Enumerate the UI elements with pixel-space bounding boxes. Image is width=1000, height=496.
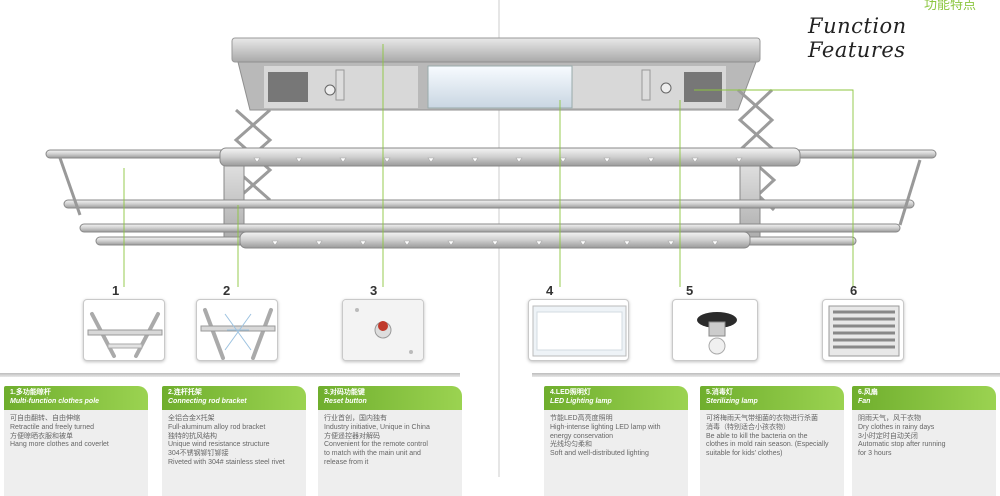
feature-title-en: Connecting rod bracket xyxy=(168,398,247,405)
fan-grille-icon xyxy=(828,305,900,357)
feature-body-4: 节能LED高亮度照明 High-intense lighting LED lam… xyxy=(544,410,688,496)
feature-title-en: Sterilizing lamp xyxy=(706,398,758,405)
feature-line: 方便晾晒衣服和被单 xyxy=(10,432,73,440)
clothes-pole-icon xyxy=(87,312,163,358)
feature-body-1: 可自由翻转、自由伸缩 Retractile and freely turned … xyxy=(4,410,148,496)
thumb-reset-button xyxy=(342,299,424,361)
callout-number-4: 4 xyxy=(546,283,554,298)
feature-line: 阴雨天气，风干衣物 xyxy=(858,415,921,422)
feature-line: Soft and well-distributed lighting xyxy=(550,450,649,458)
feature-tab-5: 5.消毒灯 Sterilizing lamp xyxy=(700,386,844,410)
feature-line: Hang more clothes and coverlet xyxy=(10,441,109,449)
feature-line: 行业首创，国内独有 xyxy=(324,415,387,422)
thumb-x-bracket xyxy=(196,299,278,361)
feature-line: Retractile and freely turned xyxy=(10,423,95,431)
led-panel-icon xyxy=(532,305,627,357)
feature-line: 3小时定时自动关闭 xyxy=(858,432,918,440)
feature-tab-4: 4.LED照明灯 LED Lighting lamp xyxy=(544,386,688,410)
reset-button-icon xyxy=(343,300,423,360)
feature-line: for 3 hours xyxy=(858,450,892,458)
callout-number-3: 3 xyxy=(370,283,378,298)
section-divider-left xyxy=(0,373,460,377)
feature-line: 独特的抗风结构 xyxy=(168,432,217,440)
feature-line: Be able to kill the bacteria on the xyxy=(706,432,808,440)
thumb-led-panel xyxy=(528,299,629,361)
feature-title-cn: 2.连杆托架 xyxy=(168,389,202,396)
sterilizing-lamp-icon xyxy=(697,312,737,355)
feature-card-1: 1.多功能晾杆 Multi-function clothes pole 可自由翻… xyxy=(4,386,148,496)
feature-body-6: 阴雨天气，风干衣物 Dry clothes in rainy days 3小时定… xyxy=(852,410,996,496)
header-title-en: Function Features xyxy=(808,14,907,62)
feature-line: Riveted with 304# stainless steel rivet xyxy=(168,458,285,466)
feature-line: release from it xyxy=(324,458,369,466)
feature-title-cn: 3.对码功能键 xyxy=(324,389,365,396)
feature-title-en: LED Lighting lamp xyxy=(550,398,612,405)
feature-line: Automatic stop after running xyxy=(858,441,946,449)
feature-line: High-intense lighting LED lamp with xyxy=(550,423,661,431)
feature-line: Industry initiative, Unique in China xyxy=(324,423,430,431)
thumb-fan xyxy=(822,299,904,361)
feature-title-cn: 1.多功能晾杆 xyxy=(10,389,51,396)
thumb-clothes-pole xyxy=(83,299,165,361)
feature-card-2: 2.连杆托架 Connecting rod bracket 全铝合金X托架 Fu… xyxy=(162,386,306,496)
feature-title-en: Reset button xyxy=(324,398,367,405)
feature-line: Unique wind resistance structure xyxy=(168,441,270,449)
feature-line: energy conservation xyxy=(550,432,614,440)
callout-number-5: 5 xyxy=(686,283,694,298)
feature-body-5: 可将梅雨天气带细菌的衣物进行杀菌 消毒（特别适合小孩衣物） Be able to… xyxy=(700,410,844,496)
feature-line: 消毒（特别适合小孩衣物） xyxy=(706,423,790,431)
callout-number-1: 1 xyxy=(112,283,120,298)
feature-tab-3: 3.对码功能键 Reset button xyxy=(318,386,462,410)
feature-tab-1: 1.多功能晾杆 Multi-function clothes pole xyxy=(4,386,148,410)
callout-number-2: 2 xyxy=(223,283,231,298)
x-bracket-icon xyxy=(200,308,276,360)
feature-line: 节能LED高亮度照明 xyxy=(550,415,613,422)
thumb-sterilizing-lamp xyxy=(672,299,758,361)
feature-line: Dry clothes in rainy days xyxy=(858,423,935,431)
feature-line: 方便遥控器对解码 xyxy=(324,432,380,440)
feature-title-cn: 4.LED照明灯 xyxy=(550,389,591,396)
feature-line: to match with the main unit and xyxy=(324,450,421,458)
feature-tab-6: 6.风扇 Fan xyxy=(852,386,996,410)
feature-card-3: 3.对码功能键 Reset button 行业首创，国内独有 Industry … xyxy=(318,386,462,496)
feature-title-cn: 5.消毒灯 xyxy=(706,389,733,396)
feature-body-2: 全铝合金X托架 Full-aluminum alloy rod bracket … xyxy=(162,410,306,496)
feature-tab-2: 2.连杆托架 Connecting rod bracket xyxy=(162,386,306,410)
header-title-cn: 功能特点 xyxy=(924,0,977,13)
feature-card-5: 5.消毒灯 Sterilizing lamp 可将梅雨天气带细菌的衣物进行杀菌 … xyxy=(700,386,844,496)
feature-line: 全铝合金X托架 xyxy=(168,415,215,422)
feature-title-en: Fan xyxy=(858,398,871,405)
feature-card-6: 6.风扇 Fan 阴雨天气，风干衣物 Dry clothes in rainy … xyxy=(852,386,996,496)
feature-line: Full-aluminum alloy rod bracket xyxy=(168,423,266,431)
feature-line: suitable for kids' clothes) xyxy=(706,450,783,458)
feature-line: 可将梅雨天气带细菌的衣物进行杀菌 xyxy=(706,415,818,422)
ceiling-unit xyxy=(231,37,761,111)
feature-title-en: Multi-function clothes pole xyxy=(10,398,100,405)
callout-number-6: 6 xyxy=(850,283,858,298)
feature-line: 光线均匀柔和 xyxy=(550,441,592,449)
section-divider-right xyxy=(532,373,1000,377)
feature-title-cn: 6.风扇 xyxy=(858,389,878,396)
feature-card-4: 4.LED照明灯 LED Lighting lamp 节能LED高亮度照明 Hi… xyxy=(544,386,688,496)
feature-line: 304不锈钢铆钉铆接 xyxy=(168,450,229,458)
clothes-poles xyxy=(45,147,937,249)
feature-body-3: 行业首创，国内独有 Industry initiative, Unique in… xyxy=(318,410,462,496)
drying-rack-illustration xyxy=(45,37,937,287)
feature-line: Convenient for the remote control xyxy=(324,441,428,449)
feature-line: clothes in mold rain season. (Especially xyxy=(706,441,829,449)
feature-line: 可自由翻转、自由伸缩 xyxy=(10,415,80,422)
